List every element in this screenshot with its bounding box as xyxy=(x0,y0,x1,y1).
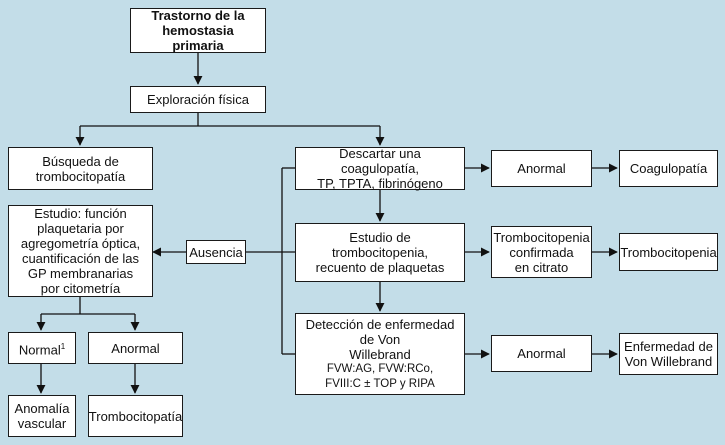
node-anomalia-vascular: Anomalía vascular xyxy=(8,395,76,437)
node-trastorno: Trastorno de la hemostasia primaria xyxy=(130,8,266,53)
node-enfermedad-vw: Enfermedad de Von Willebrand xyxy=(619,333,718,375)
node-deteccion-vw: Detección de enfermedad de Von Willebran… xyxy=(295,313,465,395)
node-normal: Normal1 xyxy=(8,332,76,364)
node-exploracion: Exploración física xyxy=(130,86,266,113)
node-anormal-coag: Anormal xyxy=(491,150,592,187)
node-anormal-funcion: Anormal xyxy=(88,332,183,364)
node-busqueda: Búsqueda de trombocitopatía xyxy=(8,147,153,190)
node-anormal-vw: Anormal xyxy=(491,335,592,372)
node-trombocitopenia-confirmada: Trombocitopenia confirmada en citrato xyxy=(491,226,592,278)
node-coagulopatia: Coagulopatía xyxy=(619,150,718,187)
node-descartar: Descartar una coagulopatía, TP, TPTA, fi… xyxy=(295,146,465,191)
node-trombocitopenia: Trombocitopenia xyxy=(619,233,718,271)
node-estudio-trombocitopenia: Estudio de trombocitopenia, recuento de … xyxy=(295,223,465,282)
node-ausencia: Ausencia xyxy=(186,240,246,264)
node-estudio-funcion: Estudio: función plaquetaria por agregom… xyxy=(8,205,153,297)
node-trombocitopatia: Trombocitopatía xyxy=(88,395,183,437)
